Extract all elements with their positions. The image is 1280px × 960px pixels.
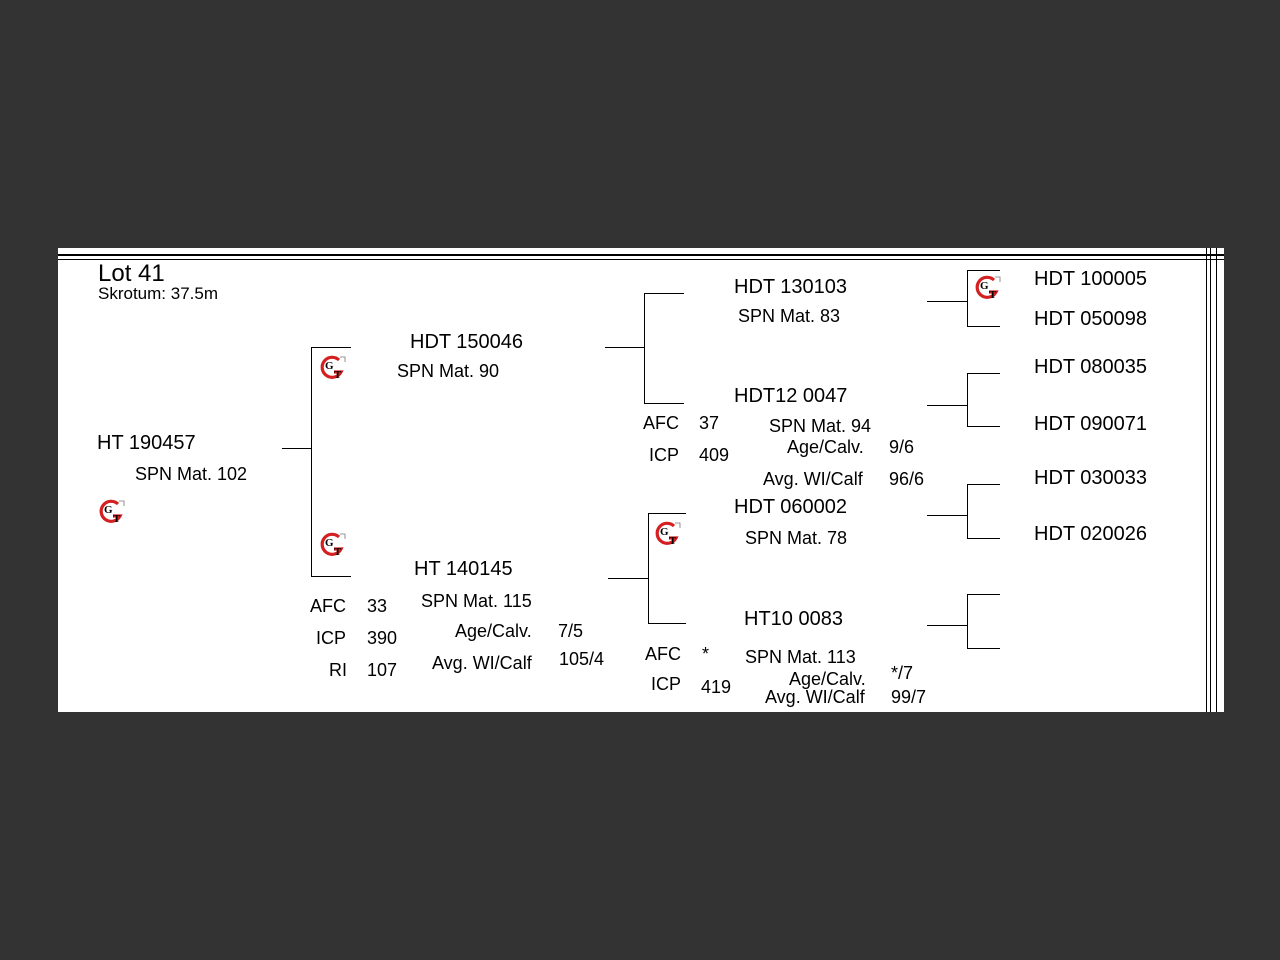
ss-connector xyxy=(644,293,684,294)
top-border xyxy=(58,254,1224,256)
gen3-tick-4a xyxy=(967,594,1000,595)
right-border-2 xyxy=(1210,248,1211,712)
sire-connector xyxy=(311,347,351,348)
subject-id: HT 190457 xyxy=(97,432,196,454)
gen4-name: HDT 050098 xyxy=(1034,308,1148,330)
dam-age-value: 7/5 xyxy=(558,621,584,641)
sd-afc-label: AFC xyxy=(643,413,679,433)
lot-title: Lot 41 xyxy=(98,260,165,287)
gen3-connector-1 xyxy=(927,301,967,302)
dd-connector xyxy=(648,623,686,624)
dam-afc-value: 33 xyxy=(367,596,388,616)
ds-id: HDT 060002 xyxy=(734,496,848,518)
top-border-inner xyxy=(58,259,1224,260)
gen3-tick-2a xyxy=(967,373,1000,374)
gen3-tick-4b xyxy=(967,648,1000,649)
sd-age-label: Age/Calv. xyxy=(787,437,864,457)
gen3-bracket-4 xyxy=(967,594,968,649)
dd-id: HT10 0083 xyxy=(744,608,843,630)
dam-ri-label: RI xyxy=(329,660,347,680)
dd-spn: SPN Mat. 113 xyxy=(745,647,856,667)
dd-afc-value: * xyxy=(702,644,710,664)
gt-logo-icon: G T xyxy=(974,274,1001,301)
dd-icp-value: 419 xyxy=(701,677,732,697)
dd-afc-label: AFC xyxy=(645,644,681,664)
gen1-bracket xyxy=(311,347,312,577)
sd-wi-value: 96/6 xyxy=(889,469,925,489)
gen4-name: HDT 020026 xyxy=(1034,523,1148,545)
dam-age-label: Age/Calv. xyxy=(455,621,532,641)
svg-text:G: G xyxy=(980,280,989,292)
gt-logo-icon: G T xyxy=(654,520,684,548)
svg-text:T: T xyxy=(669,535,677,547)
svg-text:T: T xyxy=(989,289,997,301)
sd-afc-value: 37 xyxy=(699,413,720,433)
svg-text:T: T xyxy=(113,513,121,525)
dam-icp-label: ICP xyxy=(316,628,347,648)
svg-text:T: T xyxy=(334,369,342,381)
gen4-name: HDT 100005 xyxy=(1034,268,1148,290)
gen4-name: HDT 080035 xyxy=(1034,356,1148,378)
sd-age-value: 9/6 xyxy=(889,437,915,457)
gen3-bracket-1 xyxy=(967,270,968,327)
dam-wi-value: 105/4 xyxy=(559,649,605,669)
dam-afc-label: AFC xyxy=(310,596,346,616)
dd-age-value: */7 xyxy=(891,663,914,683)
dd-age-label: Age/Calv. xyxy=(789,669,866,689)
gen3-bracket-2 xyxy=(967,373,968,427)
dam-icp-value: 390 xyxy=(367,628,398,648)
sire-spn: SPN Mat. 90 xyxy=(397,361,500,381)
dam-id: HT 140145 xyxy=(414,558,513,580)
gen2-sire-bracket xyxy=(644,293,645,403)
dd-wi-value: 99/7 xyxy=(891,687,927,707)
sire-id: HDT 150046 xyxy=(410,331,524,353)
sd-icp-value: 409 xyxy=(699,445,730,465)
sd-wi-label: Avg. WI/Calf xyxy=(763,469,863,489)
ss-spn: SPN Mat. 83 xyxy=(738,306,841,326)
gen3-tick-2b xyxy=(967,426,1000,427)
right-border xyxy=(1206,248,1207,712)
svg-text:G: G xyxy=(325,537,334,549)
ss-id: HDT 130103 xyxy=(734,276,848,298)
subject-spn: SPN Mat. 102 xyxy=(135,464,248,484)
gen3-connector-4 xyxy=(927,625,967,626)
right-border-3 xyxy=(1216,248,1217,712)
gen4-name: HDT 090071 xyxy=(1034,413,1148,435)
ds-connector xyxy=(648,513,686,514)
ds-spn: SPN Mat. 78 xyxy=(745,528,848,548)
gen3-tick-1a xyxy=(967,270,1000,271)
dam-wi-label: Avg. WI/Calf xyxy=(432,653,532,673)
gen2-dam-bracket xyxy=(648,513,649,624)
pedigree-sheet: Lot 41 Skrotum: 37.5m HT 190457 SPN Mat.… xyxy=(58,248,1224,712)
gt-logo-icon: G T xyxy=(98,498,128,526)
svg-text:T: T xyxy=(334,546,342,558)
skrotum-text: Skrotum: 37.5m xyxy=(98,284,218,303)
svg-text:G: G xyxy=(325,360,334,372)
subject-connector xyxy=(282,448,312,449)
dam-connector xyxy=(311,576,351,577)
gen3-tick-1b xyxy=(967,326,1000,327)
dam-side-connector xyxy=(608,578,648,579)
dd-icp-label: ICP xyxy=(651,674,682,694)
svg-text:G: G xyxy=(660,526,669,538)
gen3-connector-2 xyxy=(927,405,967,406)
gt-logo-icon: G T xyxy=(319,354,349,382)
gen3-tick-3a xyxy=(967,484,1000,485)
dam-ri-value: 107 xyxy=(367,660,398,680)
sd-id: HDT12 0047 xyxy=(734,385,848,407)
dd-wi-label: Avg. WI/Calf xyxy=(765,687,865,707)
sd-connector xyxy=(644,403,684,404)
gen3-connector-3 xyxy=(927,515,967,516)
svg-text:G: G xyxy=(104,504,113,516)
sd-spn: SPN Mat. 94 xyxy=(769,416,872,436)
gen3-bracket-3 xyxy=(967,484,968,539)
gen3-tick-3b xyxy=(967,538,1000,539)
sd-icp-label: ICP xyxy=(649,445,680,465)
gt-logo-icon: G T xyxy=(319,531,349,559)
sire-side-connector xyxy=(605,347,644,348)
dam-spn: SPN Mat. 115 xyxy=(421,591,532,611)
gen4-name: HDT 030033 xyxy=(1034,467,1148,489)
